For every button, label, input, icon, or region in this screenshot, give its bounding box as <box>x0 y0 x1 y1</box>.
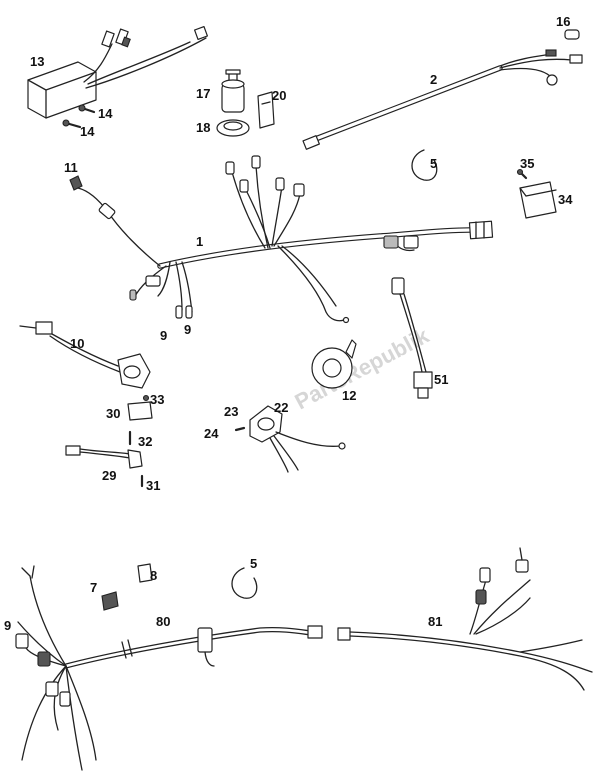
label-81: 81 <box>428 614 442 629</box>
label-80: 80 <box>156 614 170 629</box>
front-harness-2 <box>302 49 583 150</box>
part-8 <box>137 563 153 583</box>
label-8: 8 <box>150 568 157 583</box>
label-9-bottom: 9 <box>4 618 11 633</box>
label-30: 30 <box>106 406 120 421</box>
label-29: 29 <box>102 468 116 483</box>
label-24: 24 <box>204 426 219 441</box>
label-1: 1 <box>196 234 203 249</box>
label-31: 31 <box>146 478 160 493</box>
bracket-20 <box>257 91 275 129</box>
label-11: 11 <box>64 160 78 175</box>
bracket-30 <box>127 401 153 421</box>
bulb-socket-11 <box>69 175 83 191</box>
label-13: 13 <box>30 54 44 69</box>
label-51: 51 <box>434 372 448 387</box>
screw-24 <box>234 426 246 432</box>
label-16: 16 <box>556 14 570 29</box>
screw-14 <box>62 104 96 129</box>
rubber-holder-18 <box>216 119 250 137</box>
cable-tie-5-lower <box>231 567 258 599</box>
part-7 <box>101 591 119 611</box>
cable-29 <box>65 445 143 469</box>
screw-35 <box>516 168 528 180</box>
label-23: 23 <box>224 404 238 419</box>
main-harness-1 <box>77 155 494 324</box>
capacitor-17 <box>221 69 245 113</box>
label-9-right: 9 <box>184 322 191 337</box>
rear-harness-81 <box>337 547 593 691</box>
label-22: 22 <box>274 400 288 415</box>
label-5-top: 5 <box>430 156 437 171</box>
label-20: 20 <box>272 88 286 103</box>
rear-harness-80 <box>15 565 323 771</box>
label-9-left: 9 <box>160 328 167 343</box>
relay-34 <box>519 181 557 219</box>
label-5-bottom: 5 <box>250 556 257 571</box>
sensor-51 <box>391 277 433 399</box>
horn-12 <box>311 339 357 389</box>
label-32: 32 <box>138 434 152 449</box>
label-12: 12 <box>342 388 356 403</box>
connector-16 <box>564 29 580 40</box>
switch-10 <box>19 321 151 389</box>
nut-33 <box>142 394 150 402</box>
label-14-top: 14 <box>98 106 113 121</box>
label-35: 35 <box>520 156 534 171</box>
label-2: 2 <box>430 72 437 87</box>
label-7: 7 <box>90 580 97 595</box>
label-18: 18 <box>196 120 210 135</box>
cdi-unit <box>27 25 209 119</box>
label-17: 17 <box>196 86 210 101</box>
label-14-bottom: 14 <box>80 124 95 139</box>
cable-tie-5 <box>411 149 438 181</box>
switch-22-23 <box>249 405 346 473</box>
label-34: 34 <box>558 192 573 207</box>
label-10: 10 <box>70 336 84 351</box>
part-labels: 1 2 5 9 9 10 11 12 13 14 14 16 17 18 20 … <box>4 14 573 633</box>
label-33: 33 <box>150 392 164 407</box>
